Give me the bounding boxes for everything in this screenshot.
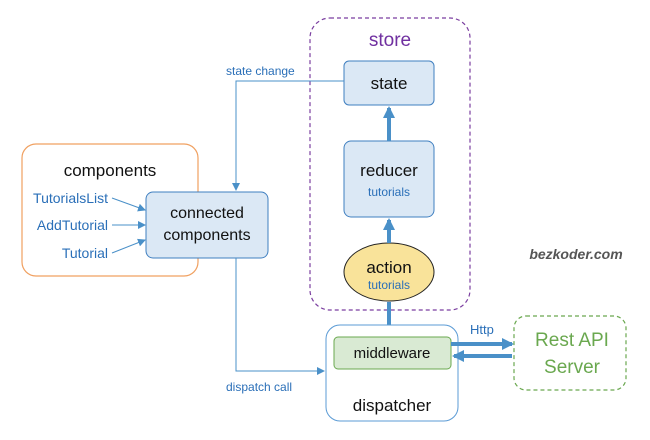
store-container [309,17,471,311]
state-change-label: state change [226,64,295,78]
store-title: store [369,30,411,51]
dispatch-call-label: dispatch call [226,380,292,394]
dispatch-call-edge [235,258,325,375]
state-box [343,60,435,106]
middleware-label: middleware [354,345,431,362]
connected-line2: components [163,227,250,244]
component-item: AddTutorial [37,217,108,233]
action-sublabel: tutorials [368,278,410,292]
rest-api-line2: Server [544,357,601,378]
http-label: Http [470,322,494,337]
components-title: components [64,161,157,180]
action-label: action [366,258,411,277]
connected-components-box [145,191,269,259]
watermark-text: bezkoder.com [529,246,622,262]
rest-api-line1: Rest API [535,330,609,351]
component-item: TutorialsList [33,190,108,206]
reducer-label: reducer [360,161,418,180]
component-item: Tutorial [62,245,108,261]
arrow-tutorialslist [111,197,146,212]
connected-line1: connected [170,205,244,222]
state-label: state [371,74,408,93]
rest-api-box [513,315,627,391]
arrow-tutorial [111,238,146,254]
middleware-box [333,336,452,370]
reducer-sublabel: tutorials [368,185,410,199]
state-change-edge [232,80,344,191]
dispatcher-label: dispatcher [353,396,432,415]
